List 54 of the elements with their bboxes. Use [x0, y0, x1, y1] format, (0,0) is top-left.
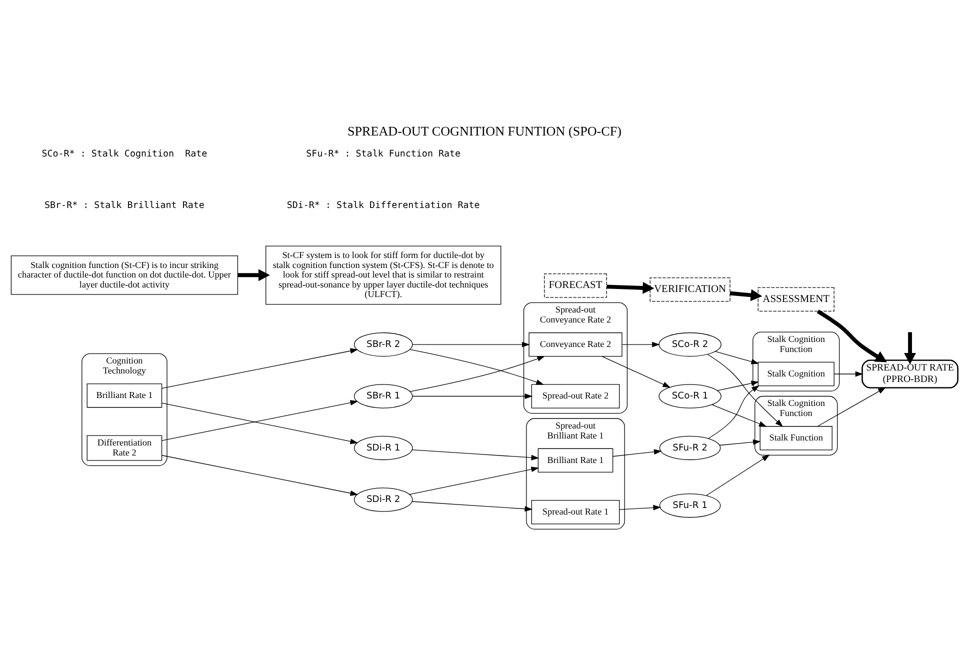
node-box: Spread-out Rate 1: [531, 500, 620, 524]
arrow: [816, 309, 887, 362]
arrow: [708, 384, 760, 438]
node-ellipse: SFu-R 2: [659, 435, 721, 460]
arrow: [622, 341, 660, 347]
node-ellipse: SCo-R 2: [658, 332, 722, 356]
node-box: Brilliant Rate 1: [538, 448, 614, 472]
node-box: Brilliant Rate 1: [86, 382, 162, 408]
node-ellipse: SDi-R 1: [354, 435, 413, 460]
arrow: [612, 448, 662, 456]
node-ellipse: SBr-R 2: [354, 332, 413, 356]
node-ellipse: SFu-R 1: [659, 492, 721, 518]
node-box: Stalk Cognition: [758, 361, 834, 386]
arrow: [602, 356, 671, 388]
arrow: [817, 386, 886, 426]
arrow: [412, 341, 530, 347]
arrow: [238, 268, 270, 281]
arrow: [707, 354, 783, 426]
node-box: FORECAST: [544, 273, 607, 298]
label: SDi-R* : Stalk Differentiation Rate: [286, 200, 480, 211]
arrow: [409, 348, 544, 384]
arrow: [706, 454, 770, 496]
arrow: [412, 393, 533, 398]
node-box: VERIFICATION: [650, 276, 730, 302]
arrow: [904, 332, 916, 364]
arrow: [619, 504, 662, 510]
node-box: Conveyance Rate 2: [528, 332, 622, 356]
diagram-title: SPREAD-OUT COGNITION FUNTION (SPO-CF): [347, 123, 622, 138]
label: SBr-R* : Stalk Brilliant Rate: [44, 200, 204, 211]
node-box: ASSESSMENT: [758, 286, 834, 311]
node-box: Stalk Function: [760, 426, 832, 450]
node-box: SPREAD-OUT RATE (PPRO-BDR): [862, 359, 958, 388]
label: SCo-R* : Stalk Cognition Rate: [42, 148, 208, 159]
node-box: St-CF system is to look for stiff form for ductile-dot by stalk cognition function system (St-CFS). St-CF is denote to look for stiff spread-out level that is similar to restraint spread-out-sonance by upper layer ductile-dot techniques (ULFCT).: [266, 245, 502, 304]
arrow: [717, 380, 760, 390]
node-ellipse: SDi-R 2: [354, 487, 413, 512]
arrow: [714, 350, 760, 364]
arrow: [409, 466, 540, 494]
arrow: [162, 348, 358, 388]
arrow: [719, 438, 761, 446]
arrow: [712, 404, 767, 426]
node-box: Differentiation Rate 2: [86, 434, 162, 460]
label: SFu-R* : Stalk Function Rate: [306, 148, 461, 159]
node-ellipse: SCo-R 1: [658, 384, 722, 408]
arrow: [412, 448, 540, 460]
node-ellipse: SBr-R 1: [354, 384, 413, 408]
arrow: [162, 454, 358, 496]
node-box: Spread-out Rate 2: [531, 384, 620, 408]
arrow: [834, 370, 864, 376]
node-box: Stalk cognition function (St-CF) is to incur striking character of ductile-dot function on dot ductile-dot. Upper layer ductile-dot activity: [10, 255, 238, 294]
arrow: [606, 281, 654, 294]
arrow: [412, 500, 533, 512]
arrow: [730, 288, 762, 301]
arrow: [410, 356, 546, 392]
